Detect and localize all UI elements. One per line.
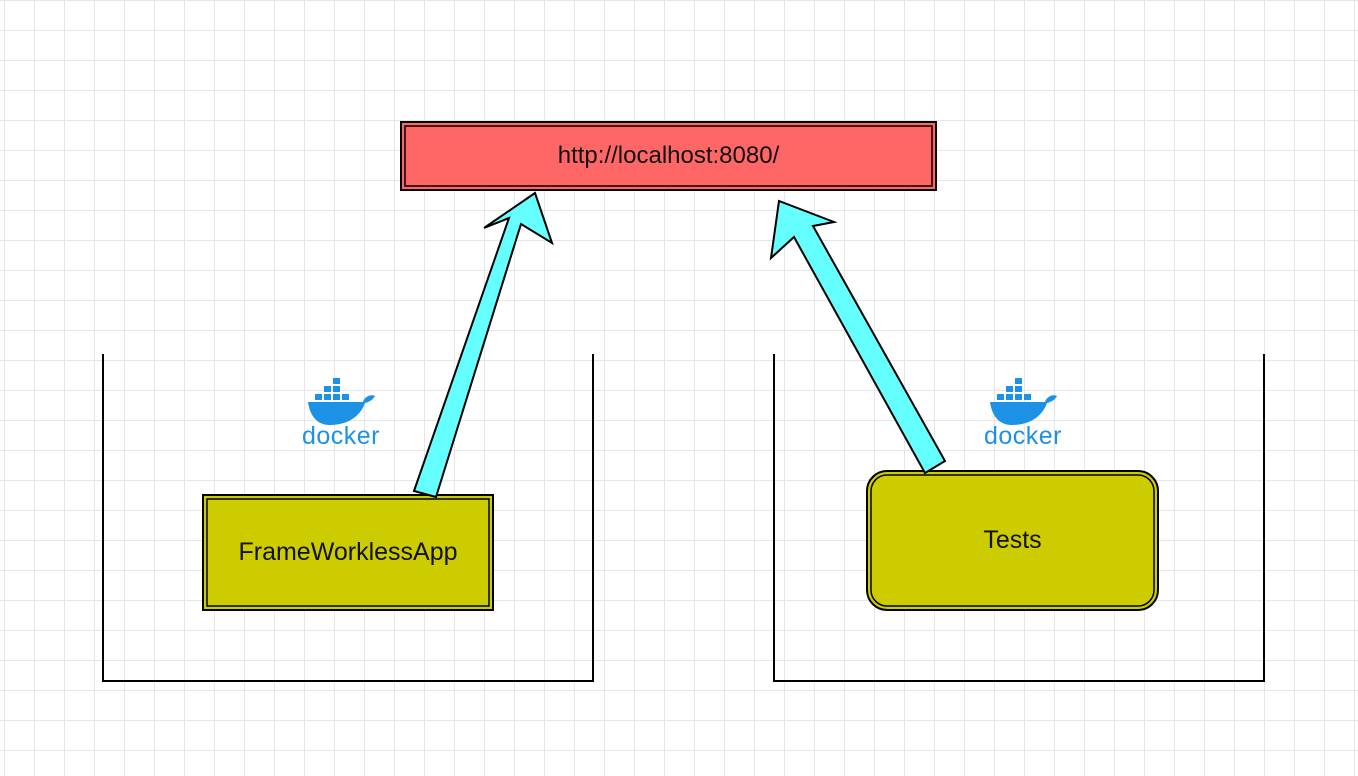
docker-logo-left: docker [296,376,386,449]
tests-to-endpoint-arrow [769,199,947,475]
docker-whale-icon [308,378,375,425]
endpoint-label: http://localhost:8080/ [557,142,780,169]
tests-box-inner [870,474,1155,607]
app-box-inner [206,498,490,607]
tests-box-outer [866,470,1159,611]
docker-whale-icon [990,378,1057,425]
docker-wordmark: docker [301,422,381,450]
app-box-outer [202,494,494,611]
docker-logo-right: docker [978,376,1068,449]
app-container-outline [102,354,594,682]
app-to-endpoint-arrow [412,191,554,499]
tests-box-label: Tests [983,526,1042,554]
test-container-outline [773,354,1265,682]
endpoint-box-inner [404,125,933,187]
docker-wordmark: docker [983,422,1063,450]
endpoint-box-outer [400,121,937,191]
app-box-label: FrameWorklessApp [238,538,458,566]
